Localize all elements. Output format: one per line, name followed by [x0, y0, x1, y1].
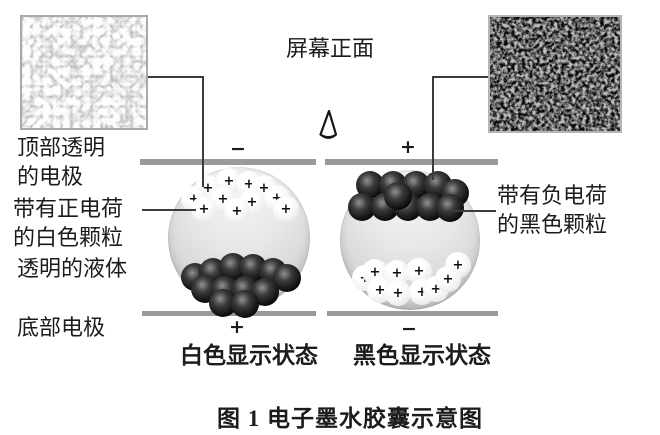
polarity-sign-right-top: + — [400, 136, 416, 158]
pointer-line-black-particles — [452, 210, 496, 212]
polarity-sign-right-bottom: − — [401, 318, 417, 340]
positive-white-particles-label: 带有正电荷 的白色颗粒 — [13, 196, 124, 250]
plus-charge-mark: + — [223, 173, 235, 189]
top-electrode-label: 顶部透明 的电极 — [17, 135, 106, 189]
white-texture-noise — [22, 17, 146, 128]
plus-charge-mark: + — [246, 194, 258, 210]
black-display-state-label: 黑色显示状态 — [353, 343, 491, 368]
figure-caption: 图 1 电子墨水胶囊示意图 — [217, 406, 483, 431]
white-particle: + — [273, 196, 299, 222]
plus-charge-mark: + — [231, 203, 243, 219]
capsule-right: ++++++++++ — [340, 170, 480, 310]
plus-charge-mark: + — [374, 282, 386, 298]
plus-charge-mark: + — [442, 271, 454, 287]
white-particle: + — [224, 198, 250, 224]
plus-charge-mark: + — [217, 191, 229, 207]
plus-charge-mark: + — [243, 176, 255, 192]
connector-right-vertical — [432, 76, 434, 180]
connector-right-horizontal — [432, 76, 488, 78]
plus-charge-mark: + — [202, 180, 214, 196]
plus-charge-mark: + — [280, 201, 292, 217]
white-particle: + — [385, 280, 411, 306]
top-electrode-bar-left — [140, 159, 316, 165]
black-texture-sample — [488, 15, 622, 133]
plus-charge-mark: + — [198, 201, 210, 217]
plus-charge-mark: + — [430, 281, 442, 297]
black-particle — [231, 290, 259, 318]
plus-charge-mark: + — [413, 263, 425, 279]
top-electrode-bar-right — [325, 159, 498, 165]
pointer-line-white-particles — [142, 209, 196, 211]
connector-left-vertical — [202, 76, 204, 187]
polarity-sign-left-bottom: + — [229, 316, 245, 338]
negative-black-particles-label: 带有负电荷 的黑色颗粒 — [497, 183, 608, 237]
black-particle — [384, 182, 412, 210]
black-particle — [436, 194, 464, 222]
transparent-liquid-label: 透明的液体 — [17, 256, 128, 281]
white-display-state-label: 白色显示状态 — [180, 343, 318, 368]
connector-left-horizontal — [148, 76, 204, 78]
plus-charge-mark: + — [258, 180, 270, 196]
capsule-left: +++++++++++ — [168, 167, 310, 318]
screen-front-label: 屏幕正面 — [285, 36, 374, 61]
bottom-electrode-label: 底部电极 — [17, 315, 106, 340]
white-texture-sample — [20, 15, 148, 130]
plus-charge-mark: + — [392, 285, 404, 301]
plus-charge-mark: + — [369, 264, 381, 280]
plus-charge-mark: + — [391, 265, 403, 281]
black-texture-noise — [490, 17, 620, 131]
ink-drop-icon — [319, 109, 338, 139]
white-particle: + — [435, 266, 461, 292]
plus-charge-mark: + — [452, 257, 464, 273]
polarity-sign-left-top: − — [230, 138, 246, 160]
bottom-electrode-bar-right — [327, 311, 498, 316]
plus-charge-mark: + — [416, 284, 428, 300]
